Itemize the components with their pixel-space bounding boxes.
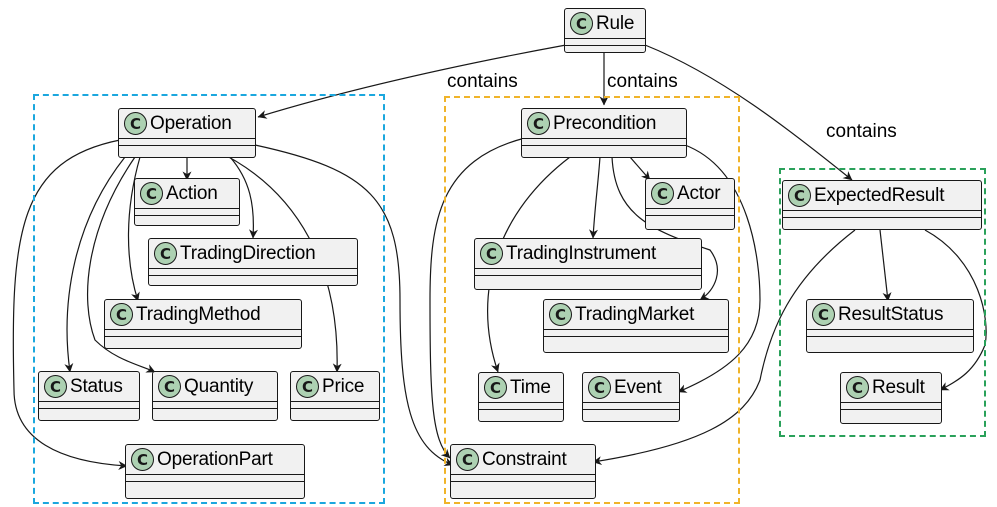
class-stereotype-icon: C [110, 303, 133, 326]
class-stereotype-icon: C [124, 112, 147, 135]
class-name: Price [322, 375, 365, 397]
class-name: Status [70, 375, 123, 397]
class-name: Operation [150, 112, 232, 134]
class-name: ExpectedResult [814, 184, 945, 206]
class-stereotype-icon: C [140, 182, 163, 205]
class-name: TradingMethod [136, 303, 261, 325]
class-name: Result [872, 376, 925, 398]
edge-operation-price [214, 149, 342, 373]
class-name: Actor [677, 182, 721, 204]
class-stereotype-icon: C [296, 375, 319, 398]
edge-operation-status [64, 156, 126, 373]
class-stereotype-icon: C [484, 376, 507, 399]
class-name: Event [614, 376, 662, 398]
package-precondition [444, 96, 740, 504]
edge-label-rule-precondition: contains [607, 71, 678, 92]
class-stereotype-icon: C [527, 112, 550, 135]
edge-rule-expected [644, 44, 853, 181]
edge-expected-constraint [592, 229, 856, 466]
class-name: TradingDirection [180, 242, 316, 264]
class-name: OperationPart [157, 448, 273, 470]
edge-rule-operation [257, 44, 567, 119]
package-expected-result [779, 168, 986, 437]
class-stereotype-icon: C [651, 182, 674, 205]
edge-operation-quantity [86, 156, 156, 373]
class-stereotype-icon: C [456, 448, 479, 471]
edge-operation-constraint [254, 144, 454, 467]
class-stereotype-icon: C [549, 303, 572, 326]
class-name: Constraint [482, 448, 567, 470]
class-stereotype-icon: C [154, 242, 177, 265]
class-stereotype-icon: C [788, 184, 811, 207]
class-name: Time [510, 376, 551, 398]
class-name: TradingInstrument [506, 242, 657, 264]
edge-precondition-tradinginstrument [589, 156, 601, 239]
edge-precondition-actor [629, 156, 651, 181]
class-stereotype-icon: C [570, 12, 593, 35]
class-name: Precondition [553, 112, 657, 134]
class-stereotype-icon: C [846, 376, 869, 399]
class-stereotype-icon: C [812, 303, 835, 326]
class-stereotype-icon: C [480, 242, 503, 265]
class-stereotype-icon: C [158, 375, 181, 398]
edge-expected-resultstatus [879, 229, 892, 302]
class-name: Quantity [184, 375, 254, 397]
class-name: Action [166, 182, 218, 204]
edge-label-rule-operation: contains [447, 71, 518, 92]
class-name: Rule [596, 12, 635, 34]
edge-operation-operationpart [12, 139, 128, 470]
edge-label-rule-expected: contains [826, 121, 897, 142]
class-stereotype-icon: C [44, 375, 67, 398]
class-name: ResultStatus [838, 303, 944, 325]
edge-precondition-constraint [429, 137, 526, 459]
class-stereotype-icon: C [131, 448, 154, 471]
package-operation [33, 94, 385, 504]
edge-operation-tradingdirection [229, 156, 259, 239]
class-name: TradingMarket [575, 303, 695, 325]
class-stereotype-icon: C [588, 376, 611, 399]
edge-operation-tradingmethod [127, 156, 141, 302]
